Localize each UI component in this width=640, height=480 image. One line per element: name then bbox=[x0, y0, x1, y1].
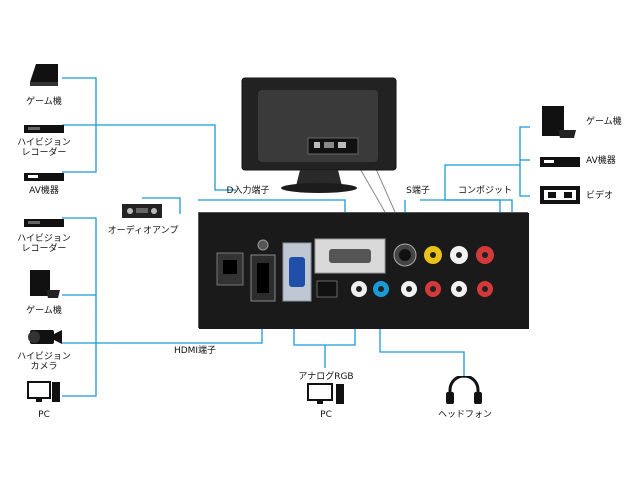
label-audio-amp: オーディオアンプ bbox=[107, 226, 179, 236]
label-s-terminal: S端子 bbox=[406, 186, 430, 196]
label-hivision-recorder1: ハイビジョン レコーダー bbox=[17, 138, 71, 158]
label-hivision-camera: ハイビジョン カメラ bbox=[17, 352, 71, 372]
label-av1: AV機器 bbox=[29, 186, 59, 196]
label-game1: ゲーム機 bbox=[26, 97, 62, 107]
label-game2: ゲーム機 bbox=[26, 306, 62, 316]
label-headphone: ヘッドフォン bbox=[437, 410, 492, 420]
label-composite: コンポジット bbox=[457, 186, 512, 196]
game-console-icon bbox=[26, 268, 62, 300]
recorder-icon bbox=[24, 120, 64, 133]
video-deck-icon bbox=[540, 186, 580, 204]
label-av-right: AV機器 bbox=[586, 156, 616, 166]
label-game-right: ゲーム機 bbox=[586, 117, 622, 127]
label-pc-bottom: PC bbox=[320, 410, 332, 420]
back-panel bbox=[198, 212, 529, 329]
recorder-icon bbox=[24, 214, 64, 227]
label-hivision-recorder2: ハイビジョン レコーダー bbox=[17, 234, 71, 254]
pc-icon bbox=[306, 382, 346, 406]
av-device-icon bbox=[540, 154, 580, 168]
label-d-input: D入力端子 bbox=[226, 186, 270, 196]
av-device-icon bbox=[24, 168, 64, 181]
game-console-icon bbox=[26, 60, 62, 88]
audio-amp-icon bbox=[122, 204, 162, 220]
game-console-icon bbox=[540, 104, 580, 140]
pc-icon bbox=[26, 380, 62, 404]
label-pc-left: PC bbox=[38, 410, 50, 420]
headphone-icon bbox=[444, 374, 484, 406]
video-camera-icon bbox=[24, 326, 64, 348]
label-video: ビデオ bbox=[586, 191, 614, 201]
label-analog-rgb: アナログRGB bbox=[298, 372, 354, 382]
label-hdmi: HDMI端子 bbox=[173, 346, 217, 356]
monitor-back-image bbox=[240, 76, 398, 194]
